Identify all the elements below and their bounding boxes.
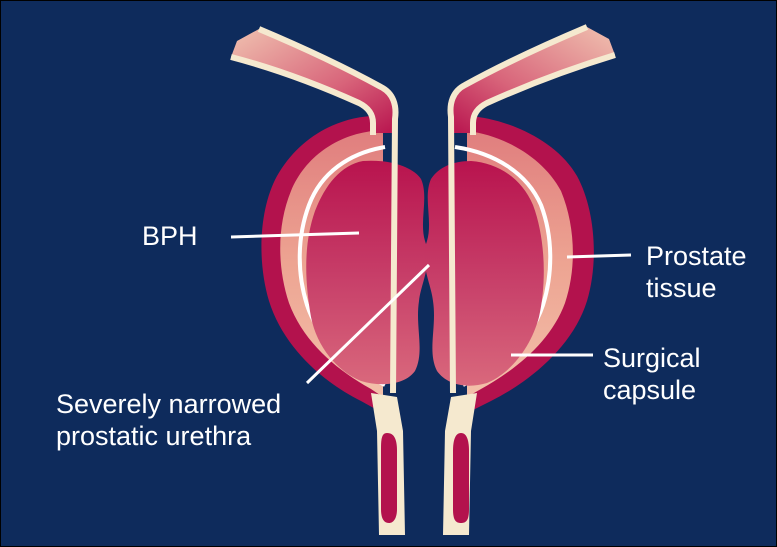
label-narrowed-urethra: Severely narrowed prostatic urethra [56, 388, 281, 452]
left-bph-lobe [306, 160, 428, 385]
label-urethra-line2: prostatic urethra [56, 421, 252, 451]
leader-line-prostate-tissue [566, 253, 632, 259]
label-urethra-line1: Severely narrowed [56, 389, 282, 419]
label-prostate-line2: tissue [646, 273, 717, 303]
label-surgical-capsule: Surgical capsule [603, 342, 701, 406]
left-lobe [230, 26, 428, 535]
label-prostate-line1: Prostate [646, 241, 747, 271]
label-prostate-tissue: Prostate tissue [646, 240, 747, 304]
label-surgical-line1: Surgical [603, 343, 701, 373]
right-lobe [424, 24, 616, 535]
label-bph: BPH [142, 220, 198, 252]
label-surgical-line2: capsule [603, 375, 697, 405]
right-bladder-tube [450, 27, 615, 133]
leader-line-bph [230, 231, 360, 239]
label-bph-text: BPH [142, 221, 198, 251]
leader-line-urethra [305, 263, 431, 385]
